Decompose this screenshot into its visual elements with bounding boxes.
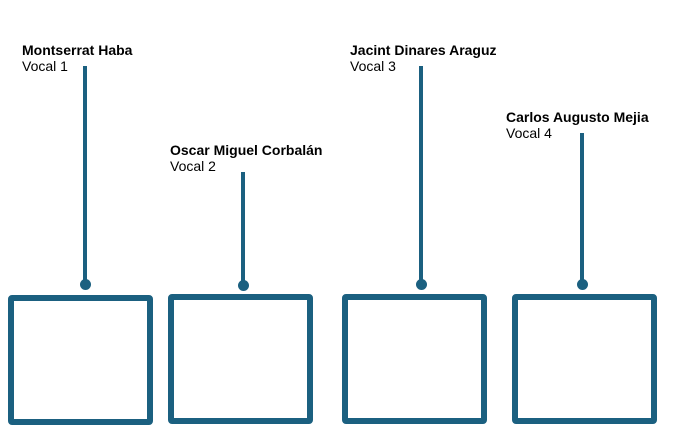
connector-line [83, 66, 87, 284]
member-label-3: Jacint Dinares Araguz Vocal 3 [350, 42, 497, 74]
member-label-2: Oscar Miguel Corbalán Vocal 2 [170, 142, 322, 174]
member-label-4: Carlos Augusto Mejia Vocal 4 [506, 109, 649, 141]
connector-dot [577, 279, 588, 290]
photo-frame-1 [8, 295, 153, 425]
photo-frame-3 [342, 294, 487, 424]
member-role: Vocal 2 [170, 158, 216, 174]
member-role: Vocal 4 [506, 125, 552, 141]
member-role: Vocal 1 [22, 58, 68, 74]
photo-frame-4 [512, 294, 657, 424]
connector-dot [238, 280, 249, 291]
photo-frame-2 [168, 294, 313, 424]
connector-line [580, 133, 584, 284]
connector-dot [80, 279, 91, 290]
member-label-1: Montserrat Haba Vocal 1 [22, 42, 132, 74]
member-name: Oscar Miguel Corbalán [170, 142, 323, 158]
connector-line [419, 66, 423, 284]
member-name: Jacint Dinares Araguz [350, 42, 497, 58]
member-name: Carlos Augusto Mejia [506, 109, 649, 125]
member-name: Montserrat Haba [22, 42, 133, 58]
connector-dot [416, 279, 427, 290]
connector-line [241, 172, 245, 284]
member-role: Vocal 3 [350, 58, 396, 74]
